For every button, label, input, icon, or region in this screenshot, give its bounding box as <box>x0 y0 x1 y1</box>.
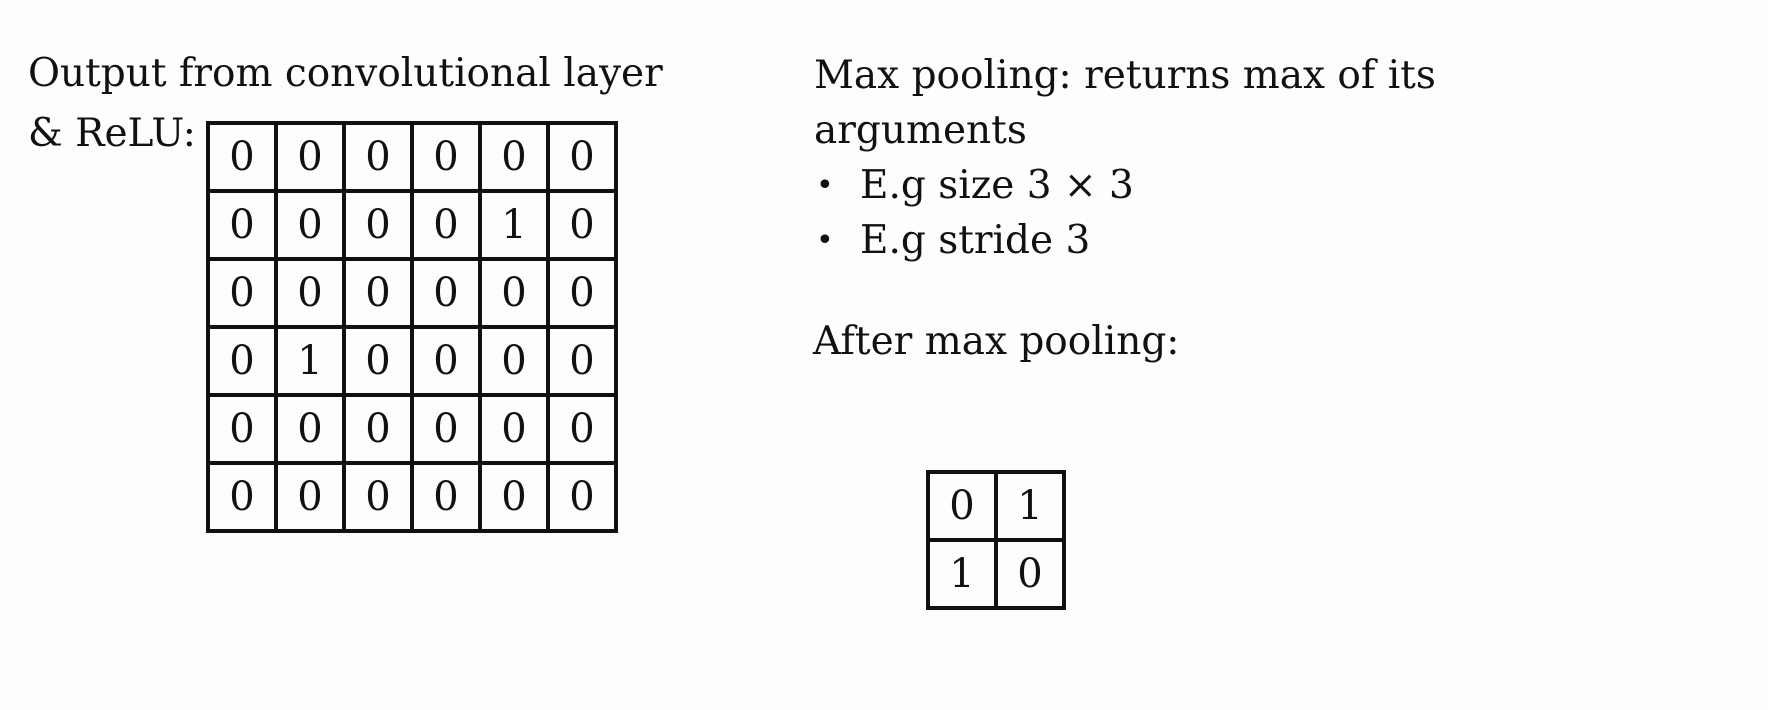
bullet-marker: • <box>816 223 834 258</box>
description-line2: arguments <box>814 108 1027 153</box>
conv-output-heading: Output from convolutional layer & ReLU: <box>28 44 728 164</box>
grid-cell: 0 <box>206 393 278 465</box>
grid-cell: 0 <box>206 189 278 261</box>
bullet-item-size: • E.g size 3 × 3 <box>814 158 1714 213</box>
bullet-text-size: E.g size 3 × 3 <box>860 163 1134 208</box>
grid-cell: 0 <box>546 189 618 261</box>
grid-cell: 0 <box>410 189 482 261</box>
grid-cell: 0 <box>206 325 278 397</box>
grid-cell: 0 <box>410 325 482 397</box>
grid-cell: 0 <box>478 325 550 397</box>
grid-cell: 0 <box>546 257 618 329</box>
grid-cell: 0 <box>410 257 482 329</box>
bullet-text-stride: E.g stride 3 <box>860 218 1091 263</box>
grid-cell: 0 <box>342 257 414 329</box>
grid-cell: 1 <box>274 325 346 397</box>
grid-cell: 0 <box>546 393 618 465</box>
grid-cell: 0 <box>342 461 414 533</box>
grid-cell: 0 <box>410 461 482 533</box>
bullet-item-stride: • E.g stride 3 <box>814 213 1714 268</box>
conv-output-heading-line1: Output from convolutional layer <box>28 51 663 96</box>
grid-cell: 0 <box>206 257 278 329</box>
grid-cell: 1 <box>926 538 998 610</box>
grid-cell: 0 <box>546 461 618 533</box>
grid-cell: 0 <box>274 257 346 329</box>
grid-cell: 0 <box>274 393 346 465</box>
max-pooling-description: Max pooling: returns max of its argument… <box>814 48 1714 268</box>
grid-cell: 0 <box>546 121 618 193</box>
grid-cell: 0 <box>206 461 278 533</box>
grid-cell: 0 <box>926 470 998 542</box>
grid-cell: 0 <box>342 121 414 193</box>
grid-cell: 0 <box>342 325 414 397</box>
grid-cell: 0 <box>546 325 618 397</box>
grid-cell: 0 <box>342 393 414 465</box>
grid-cell: 0 <box>478 121 550 193</box>
conv-output-heading-line2: & ReLU: <box>28 111 196 156</box>
grid-cell: 0 <box>410 393 482 465</box>
grid-cell: 1 <box>994 470 1066 542</box>
grid-cell: 0 <box>478 461 550 533</box>
grid-cell: 0 <box>994 538 1066 610</box>
grid-cell: 0 <box>274 121 346 193</box>
grid-cell: 1 <box>478 189 550 261</box>
grid-cell: 0 <box>410 121 482 193</box>
grid-cell: 0 <box>478 257 550 329</box>
after-pooling-label: After max pooling: <box>813 319 1180 364</box>
description-line1: Max pooling: returns max of its <box>814 53 1436 98</box>
bullet-marker: • <box>816 168 834 203</box>
bullet-list: • E.g size 3 × 3 • E.g stride 3 <box>814 158 1714 268</box>
grid-cell: 0 <box>206 121 278 193</box>
grid-cell: 0 <box>274 461 346 533</box>
grid-cell: 0 <box>478 393 550 465</box>
grid-cell: 0 <box>342 189 414 261</box>
grid-cell: 0 <box>274 189 346 261</box>
